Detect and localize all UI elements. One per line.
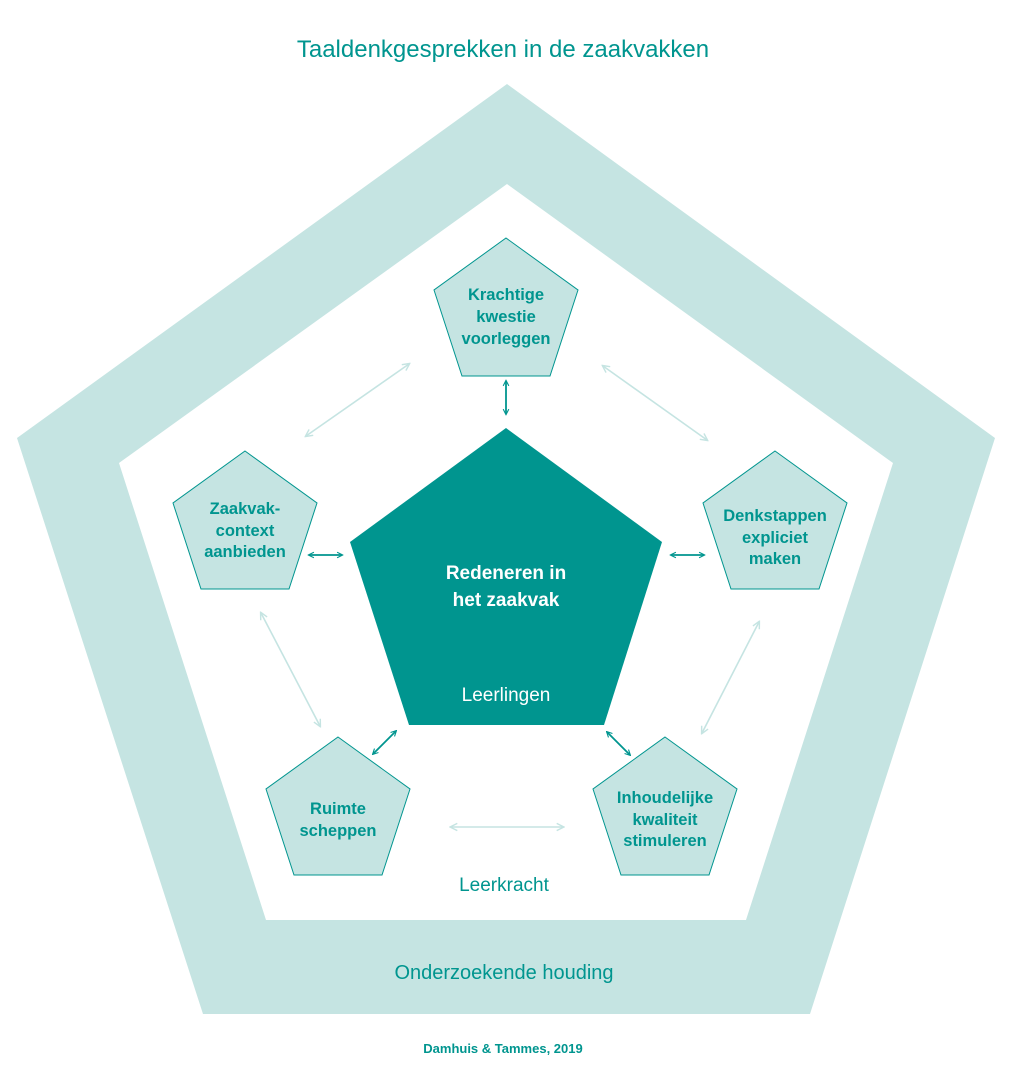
center-label-line1: Redeneren in <box>446 563 566 584</box>
node-bottom-left: Ruimte scheppen <box>265 736 411 876</box>
node-bottom-right-line2: kwaliteit <box>632 811 698 829</box>
diagram-title: Taaldenkgesprekken in de zaakvakken <box>297 36 709 63</box>
node-bottom-left-line2: scheppen <box>299 822 376 840</box>
arrow-center-bottomleft <box>373 731 396 754</box>
node-left-line3: aanbieden <box>204 543 286 561</box>
node-right: Denkstappen expliciet maken <box>702 450 848 590</box>
node-bottom-right-line1: Inhoudelijke <box>617 789 713 807</box>
teacher-label: Leerkracht <box>459 875 549 896</box>
node-bottom-right-line3: stimuleren <box>623 832 706 850</box>
node-top-line3: voorleggen <box>462 330 551 348</box>
node-top-shape <box>433 237 579 377</box>
center-pentagon <box>350 428 662 725</box>
outer-pentagon-band <box>17 84 995 1014</box>
node-top-line2: kwestie <box>476 308 536 326</box>
arrow-right-bottomright <box>702 622 759 733</box>
arrow-top-left <box>306 364 409 436</box>
node-bottom-right-shape <box>592 736 738 876</box>
node-bottom-right: Inhoudelijke kwaliteit stimuleren <box>592 736 738 876</box>
node-left: Zaakvak- context aanbieden <box>172 450 318 590</box>
center-sublabel: Leerlingen <box>462 685 551 706</box>
center-label-line2: het zaakvak <box>453 590 560 611</box>
outer-band-label: Onderzoekende houding <box>394 962 613 984</box>
node-left-line2: context <box>216 522 275 540</box>
arrow-top-right <box>603 366 707 440</box>
arrow-center-bottomright <box>607 732 630 755</box>
arrow-left-bottomleft <box>261 613 320 726</box>
node-right-line1: Denkstappen <box>723 507 827 525</box>
node-bottom-left-shape <box>265 736 411 876</box>
node-right-line3: maken <box>749 550 801 568</box>
node-right-line2: expliciet <box>742 529 809 547</box>
credit-text: Damhuis & Tammes, 2019 <box>423 1041 582 1056</box>
node-left-shape <box>172 450 318 590</box>
node-left-line1: Zaakvak- <box>210 500 281 518</box>
node-right-shape <box>702 450 848 590</box>
node-top: Krachtige kwestie voorleggen <box>433 237 579 377</box>
node-top-line1: Krachtige <box>468 286 544 304</box>
node-bottom-left-line1: Ruimte <box>310 800 366 818</box>
